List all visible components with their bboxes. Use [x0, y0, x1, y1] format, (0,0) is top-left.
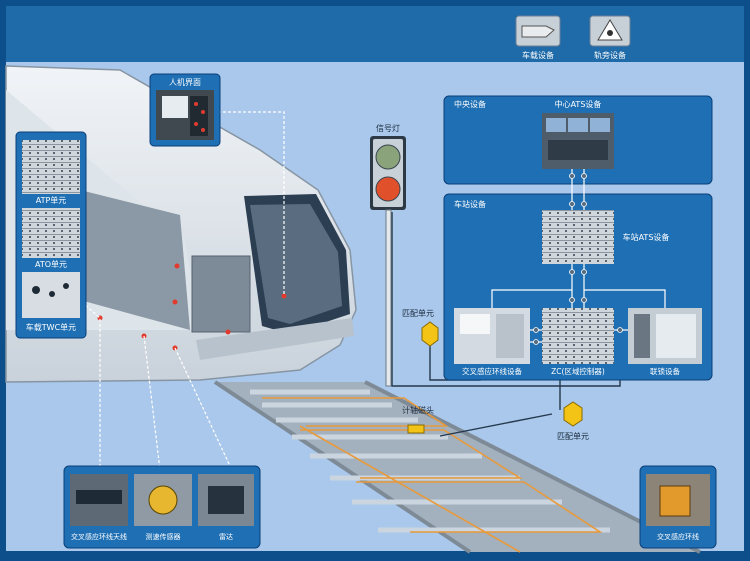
connector-dots	[533, 173, 623, 345]
axle-counter-head	[407, 424, 425, 434]
axle-counter-label: 计轴磁头	[402, 405, 434, 415]
radar-label: 雷达	[219, 532, 233, 541]
legend-label: 车载设备	[522, 50, 554, 60]
header-band	[6, 6, 744, 62]
speed-sensor-label: 测速传感器	[146, 532, 181, 541]
atp-unit-image	[22, 140, 80, 194]
zc-label: ZC(区域控制器)	[551, 366, 605, 376]
ato-unit-image	[22, 208, 80, 258]
station-equipment-panel: 车站设备 车站ATS设备 交叉感应环线设备 ZC(区域控制器) 联锁设备	[443, 193, 713, 381]
signal-red-lamp	[375, 176, 401, 202]
loop-line-label: 交叉感应环线	[657, 532, 699, 541]
loop-equipment-label: 交叉感应环线设备	[462, 366, 522, 376]
loop-antenna-label: 交叉感应环线天线	[71, 532, 127, 541]
match-unit-icon	[563, 401, 583, 427]
match-unit-label: 匹配单元	[557, 431, 589, 441]
station-label: 车站设备	[454, 199, 486, 209]
match-unit-icon	[421, 321, 439, 347]
ato-label: ATO单元	[35, 259, 67, 269]
station-ats-image	[542, 210, 614, 264]
match-unit-label: 匹配单元	[402, 308, 434, 318]
central-equipment-panel: 中央设备 中心ATS设备	[443, 95, 713, 185]
legend-item-train: 车载设备	[515, 15, 561, 60]
zc-image	[542, 308, 614, 364]
signal-label: 信号灯	[376, 123, 400, 133]
signal-green-lamp	[375, 144, 401, 170]
bottom-sensor-panel: 交叉感应环线天线 测速传感器 雷达	[63, 465, 261, 549]
induction-loop-line	[262, 397, 603, 553]
twc-label: 车载TWC单元	[26, 322, 76, 332]
loop-line-panel: 交叉感应环线	[639, 465, 717, 549]
onboard-units: ATP单元 ATO单元 车载TWC单元	[15, 131, 87, 339]
legend-item-wayside: 轨旁设备	[589, 15, 631, 60]
hmi-panel: 人机界面	[149, 73, 221, 147]
legend-label: 轨旁设备	[594, 50, 626, 60]
central-label: 中央设备	[454, 99, 486, 109]
legend: 车载设备 轨旁设备	[515, 15, 631, 60]
atp-label: ATP单元	[36, 195, 67, 205]
central-ats-label: 中心ATS设备	[555, 99, 602, 109]
signal-light: 信号灯	[370, 123, 406, 387]
match-unit-2: 匹配单元	[557, 401, 589, 441]
interlock-label: 联锁设备	[650, 366, 680, 376]
match-unit-1: 匹配单元	[402, 308, 439, 347]
station-ats-label: 车站ATS设备	[623, 232, 670, 242]
hmi-label: 人机界面	[169, 77, 201, 87]
